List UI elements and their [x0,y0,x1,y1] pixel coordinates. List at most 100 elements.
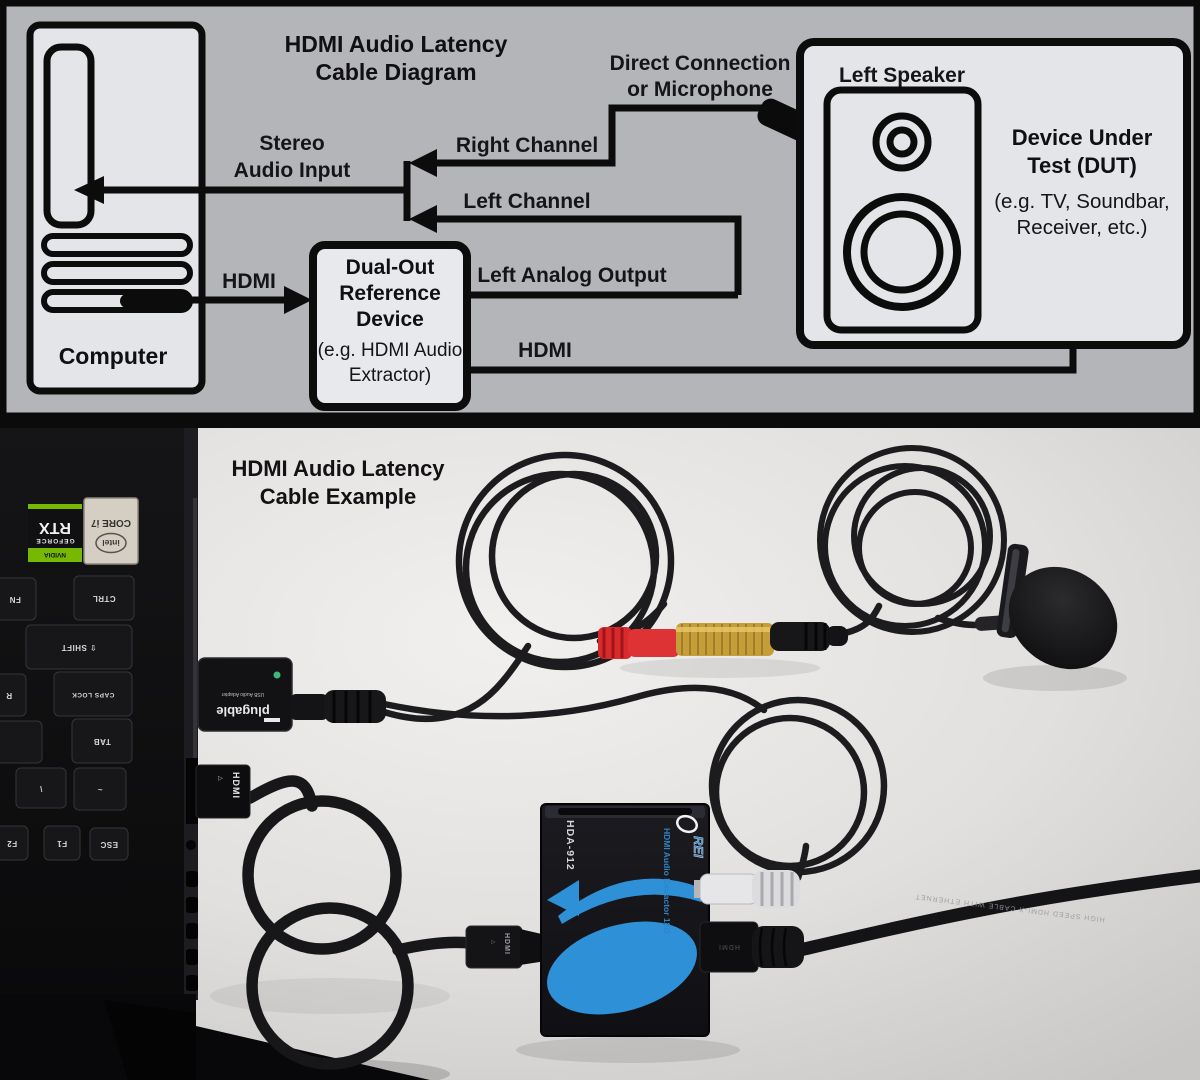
key-tilde: ~ [73,767,127,811]
left-analog-output-label: Left Analog Output [477,264,666,287]
laptop-edge-highlight [193,498,197,758]
extractor-product-text: HDMI Audio Extractor 18G [662,828,672,934]
dut-sub2: Receiver, etc.) [1016,216,1147,239]
intel-oval [95,532,127,554]
key-esc: ESC [89,827,129,861]
extractor-hdmi-out-connector: HDMI [699,921,804,973]
svg-text:F1: F1 [57,839,67,848]
mic-foam-windscreen [1008,566,1118,670]
laptop-keys: FN CTRL ⇧ SHIFT R CAPS LOCK TAB \ ~ F2 F… [0,575,135,861]
usb-audio-adapter: plugable USB Audio Adapter [197,657,386,732]
speaker-icon [823,86,982,334]
key-f2: F2 [0,825,29,861]
mic-clip [996,543,1029,639]
left-channel-label: Left Channel [463,190,590,213]
lavalier-microphone [974,543,1118,670]
diagram-title-line1: HDMI Audio Latency [285,31,508,57]
stereo-input-label-1: Stereo [259,132,324,155]
extractor-hdmi-in-arrow: △ [490,940,496,944]
svg-text:R: R [6,691,12,700]
laptop-side-vents [186,871,198,991]
key-shift: ⇧ SHIFT [25,624,133,670]
direct-connection-label-1: Direct Connection [610,52,791,75]
dual-out-line2: Reference [339,282,441,305]
gold-adapter [676,623,774,656]
extractor-hdmi-in-plug: HDMI △ [465,925,551,969]
extractor-hdmi-in-label: HDMI [503,933,510,955]
white-audio-plug [694,870,800,908]
dual-out-line3: Device [356,308,424,331]
diagram-title-line2: Cable Diagram [315,59,476,85]
key-r: R [0,673,27,717]
arrow-left-channel [409,205,437,233]
latency-cable-photo: HDMI Audio Latency Cable Example RTX GE [0,428,1200,1080]
nvidia-text: NVIDIA [44,551,66,558]
dual-out-sub1: (e.g. HDMI Audio [318,340,463,361]
computer-label: Computer [59,343,168,369]
dut-sub1: (e.g. TV, Soundbar, [994,190,1170,213]
mic-jack-plug [770,622,848,651]
computer-vent-1 [41,233,193,257]
svg-text:~: ~ [97,785,102,794]
plugable-brand-text: plugable [216,704,269,719]
red-rca-plug [598,627,680,659]
diagram-frame [0,0,1200,416]
plugable-logo-bar [264,718,280,722]
right-channel-wire [434,104,762,167]
key-tab: TAB [71,718,133,764]
adapter-led [273,671,281,679]
key-blank [0,720,43,764]
nvidia-green-block [28,548,82,562]
svg-text:ESC: ESC [100,840,118,849]
hdmi-cable-loop1 [242,795,402,955]
dual-out-reference-box: Dual-Out Reference Device (e.g. HDMI Aud… [309,241,471,411]
hdmi-out-label: HDMI [518,339,572,362]
orei-logo-o [676,814,698,834]
blue-swoosh [558,878,701,924]
laptop-hdmi-port [186,758,198,824]
rtx-text: RTX [39,519,71,536]
extractor-top-vent [558,808,692,815]
center-cable-coil [455,451,675,671]
computer-vent-2 [41,261,193,285]
hdmi-in-label: HDMI [222,270,276,293]
dut-box: Left Speaker Device Under Test (DUT) (e.… [796,38,1191,349]
mic-cable-exit [934,614,982,629]
dut-line2: Test (DUT) [1027,153,1137,178]
intel-text: intel [102,538,119,548]
svg-text:\: \ [39,784,42,793]
key-ctrl: CTRL [73,575,135,621]
core-i7-text: CORE i7 [91,517,131,528]
key-f1: F1 [43,825,81,861]
extractor-blue-graphics [547,878,701,1015]
rtx-sticker: RTX GEFORCE NVIDIA [28,504,82,562]
arrow-right-channel [409,149,437,177]
computer-drive-slot [43,43,95,229]
left-speaker-label: Left Speaker [839,64,965,87]
svg-text:F2: F2 [7,839,17,848]
adapter-plug-ribbed [324,690,386,723]
section-divider [0,416,1200,428]
stereo-input-label-2: Audio Input [234,159,351,182]
direct-connection-label-2: or Microphone [627,78,773,101]
laptop-audio-jack [186,840,196,850]
arrow-hdmi-into-reference [284,286,312,314]
computer-box: Computer [26,21,206,395]
blue-blob [547,921,697,1015]
photo-title-line2: Cable Example [260,484,417,509]
svg-text:TAB: TAB [93,737,110,746]
latency-cable-diagram: HDMI Audio Latency Cable Diagram Compute… [0,0,1200,416]
coil-exit-to-white-plug [794,842,810,882]
svg-text:CTRL: CTRL [92,594,115,603]
intel-sticker: CORE i7 intel [83,497,139,565]
hdmi-cable-loop2 [246,902,414,1070]
key-fn: FN [0,577,37,621]
plugable-sub-text: USB Audio Adapter [221,691,264,697]
laptop-hdmi-connector-arrow: △ [217,776,223,781]
hdmi-output-cable [793,869,1200,957]
blue-triangle [547,880,579,916]
key-backslash: \ [15,767,67,809]
svg-text:CAPS LOCK: CAPS LOCK [72,691,115,698]
cable-to-white-plug-coil [380,684,768,720]
